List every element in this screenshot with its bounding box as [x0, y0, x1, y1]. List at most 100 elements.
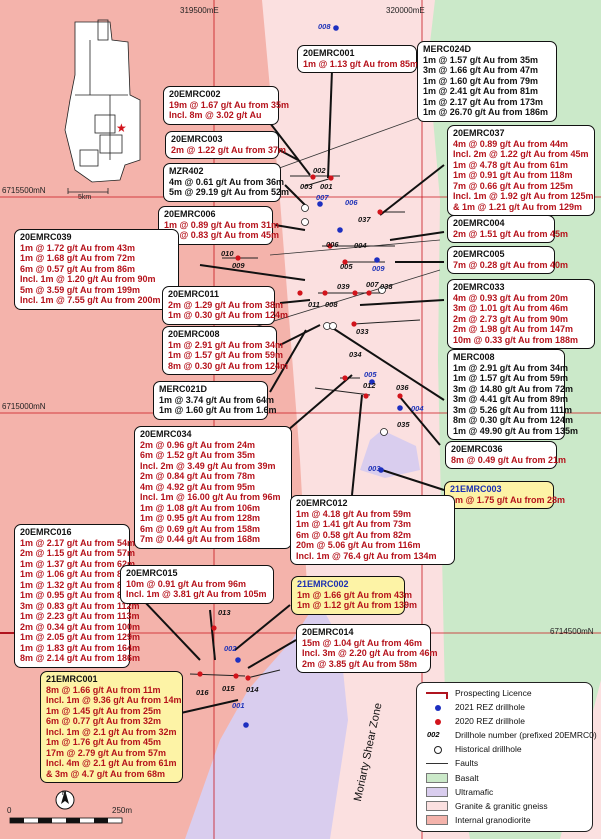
legend-item-licence: Prospecting Licence	[455, 688, 532, 698]
intercept-line: Incl. 2m @ 3.49 g/t Au from 39m	[140, 460, 276, 471]
intercept-line: 7m @ 0.28 g/t Au from 40m	[453, 259, 568, 270]
intercept-line: 1m @ 2.23 g/t Au from 113m	[20, 611, 140, 621]
legend-item-2021: 2021 REZ drillhole	[455, 702, 525, 712]
fault-line	[269, 239, 441, 256]
intercept-line: Incl. 1m @ 76.4 g/t Au from 134m	[296, 550, 437, 561]
drillhole-number-label: 037	[358, 215, 371, 224]
intercept-line: 1m @ 49.90 g/t Au from 135m	[453, 425, 578, 436]
scale-start-label: 0	[7, 806, 12, 815]
intercept-line: 2m @ 0.84 g/t Au from 78m	[140, 471, 255, 481]
ultramafic-unit-north	[360, 430, 420, 478]
drillhole-number-label: 015	[222, 684, 235, 693]
drillhole-number-label: 016	[196, 688, 209, 697]
intercept-line: 1m @ 1.45 g/t Au from 25m	[46, 705, 161, 716]
intercept-line: 7m @ 0.44 g/t Au from 168m	[140, 534, 260, 544]
intercept-line: 6m @ 0.58 g/t Au from 82m	[296, 529, 411, 540]
drillhole-number-label: 002	[224, 644, 237, 653]
intercept-line: 1m @ 1.08 g/t Au from 106m	[140, 502, 260, 513]
intercept-line: 10m @ 0.33 g/t Au from 188m	[453, 334, 578, 345]
intercept-line: 3m @ 14.80 g/t Au from 72m	[453, 383, 573, 394]
intercept-line: 1m @ 2.41 g/t Au from 81m	[423, 86, 538, 96]
intercept-line: 1m @ 1.68 g/t Au from 72m	[20, 253, 135, 263]
rez-2020-drillholes	[197, 174, 403, 681]
intercept-line: 19m @ 1.67 g/t Au from 35m	[169, 99, 289, 110]
intercept-line: 2m @ 1.51 g/t Au from 45m	[453, 228, 568, 239]
intercept-line: Incl. 1m @ 3.81 g/t Au from 105m	[126, 589, 267, 599]
intercept-line: 2m @ 3.85 g/t Au from 58m	[302, 658, 417, 669]
legend-item-granite: Granite & granitic gneiss	[455, 801, 548, 811]
intercept-line: Incl. 4m @ 2.1 g/t Au from 61m	[46, 758, 177, 768]
drillhole-number-label: 002	[313, 166, 326, 175]
intercept-line: Incl. 1m @ 16.00 g/t Au from 96m	[140, 492, 281, 502]
drillhole-number-label: 006	[326, 240, 339, 249]
intercept-line: 1m @ 1.60 g/t Au from 1.6m	[159, 405, 277, 415]
intercept-line: 8m @ 2.14 g/t Au from 186m	[20, 653, 140, 663]
intercept-line: Incl. 8m @ 3.02 g/t Au	[169, 110, 262, 120]
intercept-line: 1m @ 2.17 g/t Au from 173m	[423, 96, 543, 107]
number-icon: 002	[427, 730, 440, 739]
legend-item-faults: Faults	[455, 758, 479, 768]
intercept-line: 8m @ 1.66 g/t Au from 11m	[46, 684, 161, 695]
intercept-line: 6m @ 1.52 g/t Au from 35m	[140, 450, 255, 460]
intercept-line: 2m @ 1.15 g/t Au from 57m	[20, 548, 135, 558]
intercept-line: Incl. 2m @ 1.22 g/t Au from 45m	[453, 149, 589, 159]
intercept-box-title: 20EMRC003	[171, 134, 223, 144]
intercept-line: & 3m @ 4.7 g/t Au from 68m	[46, 768, 165, 779]
intercept-box-title: 20EMRC001	[303, 48, 355, 58]
fault-line-icon	[426, 763, 448, 764]
drillhole-number-label: 014	[246, 685, 259, 694]
intercept-line: 1m @ 0.30 g/t Au from 124m	[168, 310, 288, 320]
intercept-line: Incl. 1m @ 1.92 g/t Au from 125m	[453, 191, 594, 201]
intercept-line: 1m @ 2.05 g/t Au from 129m	[20, 632, 140, 642]
intercept-box-title: 20EMRC004	[453, 218, 505, 228]
intercept-box-title: MERC021D	[159, 384, 208, 394]
north-arrow-icon	[55, 790, 75, 810]
intercept-line: 4m @ 0.93 g/t Au from 20m	[453, 292, 568, 303]
intercept-line: 17m @ 2.79 g/t Au from 57m	[46, 747, 166, 758]
fault-line	[244, 269, 441, 331]
intercept-box-title: 20EMRC014	[302, 627, 354, 637]
northing-label-6715000: 6715000mN	[2, 402, 46, 411]
easting-label-319500: 319500mE	[180, 6, 219, 15]
pink-swatch-icon	[426, 801, 448, 811]
drillhole-number-label: 034	[349, 350, 362, 359]
inset-map	[64, 19, 141, 194]
open-circle-icon	[434, 746, 442, 754]
intercept-line: 6m @ 0.69 g/t Au from 158m	[140, 523, 260, 534]
drillhole-number-label: 003	[300, 182, 313, 191]
drillhole-number-label: 006	[345, 198, 358, 207]
drillhole-number-label: 007	[316, 193, 329, 202]
intercept-box-title: 20EMRC036	[451, 444, 503, 454]
drillhole-number-label: 035	[397, 420, 410, 429]
intercept-line: 1m @ 1.06 g/t Au from 84m	[20, 569, 135, 579]
rez-2021-drillholes	[235, 25, 403, 728]
intercept-line: 1m @ 1.57 g/t Au from 59m	[453, 373, 568, 383]
intercept-line: 15m @ 1.04 g/t Au from 46m	[302, 637, 422, 648]
drillhole-number-label: 013	[218, 608, 231, 617]
intercept-line: 4m @ 4.92 g/t Au from 95m	[140, 481, 255, 492]
intercept-line: Incl. 1m @ 1.20 g/t Au from 90m	[20, 274, 156, 284]
fault-line	[259, 109, 441, 176]
intercept-line: Incl. 1m @ 7.55 g/t Au from 200m	[20, 295, 161, 305]
intercept-line: 3m @ 4.41 g/t Au from 89m	[453, 394, 568, 404]
legend-item-basalt: Basalt	[455, 773, 479, 783]
intercept-line: 1m @ 26.70 g/t Au from 186m	[423, 107, 548, 117]
intercept-box-title: 21EMRC003	[450, 484, 502, 494]
intercept-line: 1m @ 2.91 g/t Au from 34m	[453, 362, 568, 373]
intercept-line: 1m @ 1.72 g/t Au from 43m	[20, 242, 135, 253]
intercept-line: 5m @ 3.59 g/t Au from 199m	[20, 284, 140, 295]
intercept-line: Incl. 3m @ 2.20 g/t Au from 46m	[302, 648, 438, 658]
intercept-line: 1m @ 1.13 g/t Au from 85m	[303, 58, 418, 69]
